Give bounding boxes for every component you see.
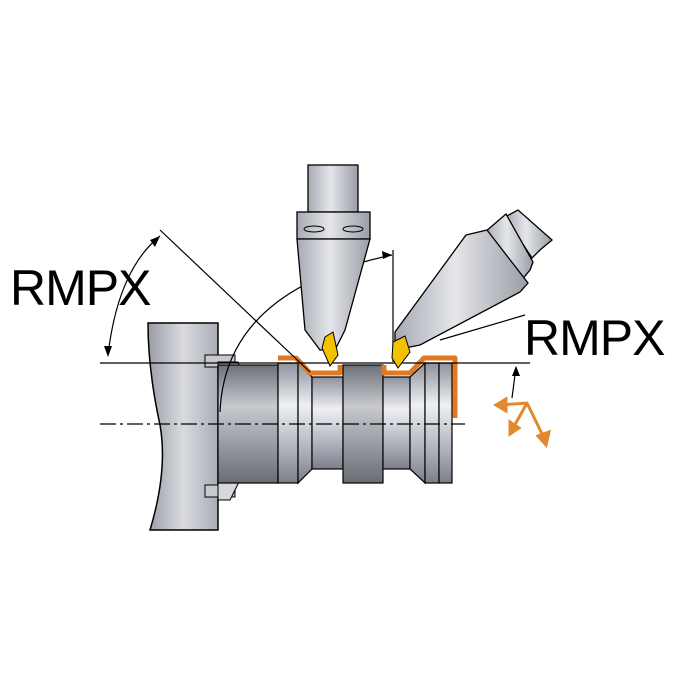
chuck	[147, 322, 246, 531]
tool-code-label-right: RMPX	[524, 310, 665, 366]
angled-tool-holder	[391, 209, 553, 369]
vertical-tool-holder	[296, 164, 371, 367]
insert-angled	[391, 335, 411, 369]
workpiece	[217, 361, 453, 485]
insert-vertical	[321, 331, 339, 367]
feed-direction-arrows-icon	[493, 396, 552, 449]
tool-code-label-left: RMPX	[10, 260, 151, 316]
machined-profile	[278, 355, 458, 418]
dimension-arrowheads	[104, 236, 520, 376]
